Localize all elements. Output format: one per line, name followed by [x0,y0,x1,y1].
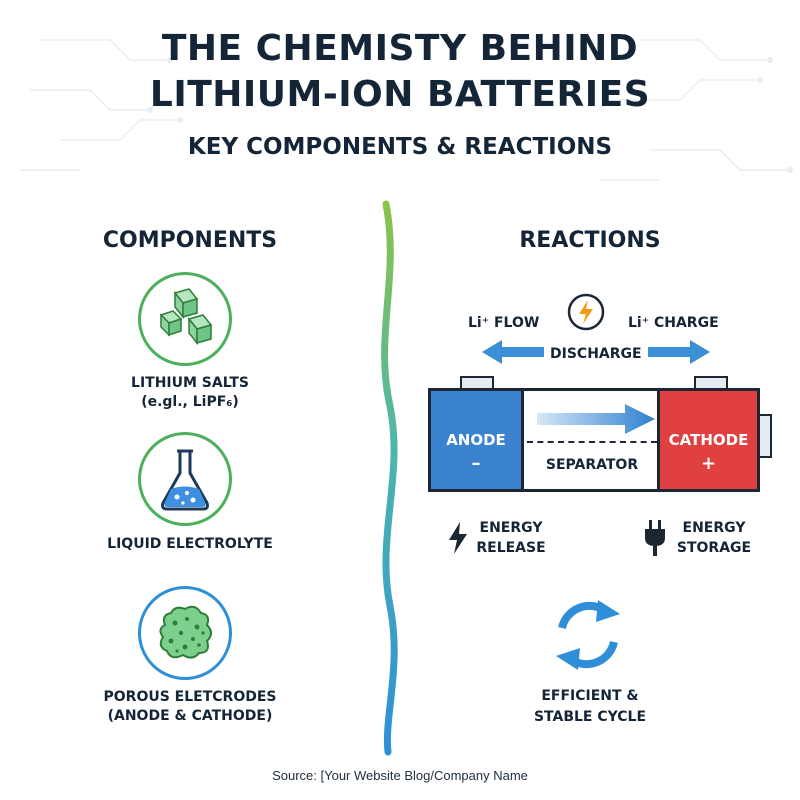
lithium-salts-icon-circle [138,272,232,366]
lithium-salts-label: LITHIUM SALTS (e.gl., LiPF₆) [131,375,249,410]
ion-flow-arrow-icon [537,404,655,434]
plug-icon [645,520,665,556]
title-line-2: LITHIUM-ION BATTERIES [149,74,651,115]
anode-label: ANODE [446,431,506,449]
reactions-heading: REACTIONS [519,228,661,253]
cathode: CATHODE + [657,391,757,489]
porous-electrodes-label: POROUS ELETCRODES (ANODE & CATHODE) [103,689,277,724]
lightning-bolt-icon [449,522,467,554]
porous-electrodes-icon-circle [138,586,232,680]
flask-icon [161,449,209,511]
li-flow-label: Li⁺ FLOW [468,315,540,331]
separator-label: SEPARATOR [545,457,639,473]
energy-release-label: ENERGY RELEASE [476,520,546,556]
battery-diagram: ANODE – SEPARATOR CATHODE + [428,388,760,492]
lightning-energy-icon [567,293,605,331]
energy-storage-label: ENERGY STORAGE [676,520,752,556]
source-credit: Source: [Your Website Blog/Company Name [272,768,528,783]
crystal-cubes-icon [159,288,213,346]
components-heading: COMPONENTS [102,228,278,253]
efficient-stable-cycle-label: EFFICIENT & STABLE CYCLE [533,688,647,725]
cathode-sign: + [700,453,717,474]
title-line-1: THE CHEMISTY BEHIND [161,28,639,69]
porous-electrode-icon [159,605,212,659]
cathode-label: CATHODE [668,431,749,449]
subtitle: KEY COMPONENTS & REACTIONS [187,134,613,160]
battery-terminal-right [694,376,728,390]
anode: ANODE – [431,391,524,489]
arrow-right-icon [648,340,710,364]
wavy-divider [381,200,398,756]
liquid-electrolyte-label: LIQUID ELECTROLYTE [107,536,273,552]
battery-terminal-left [460,376,494,390]
recycle-arrows-icon [556,600,620,670]
battery-end-nub [760,414,772,458]
li-charge-label: Li⁺ CHARGE [628,315,719,331]
circuit-background [20,39,793,181]
liquid-electrolyte-icon-circle [138,432,232,526]
anode-sign: – [471,453,481,474]
arrow-left-icon [482,340,544,364]
discharge-label: DISCHARGE [550,346,642,362]
separator-line [527,441,657,443]
